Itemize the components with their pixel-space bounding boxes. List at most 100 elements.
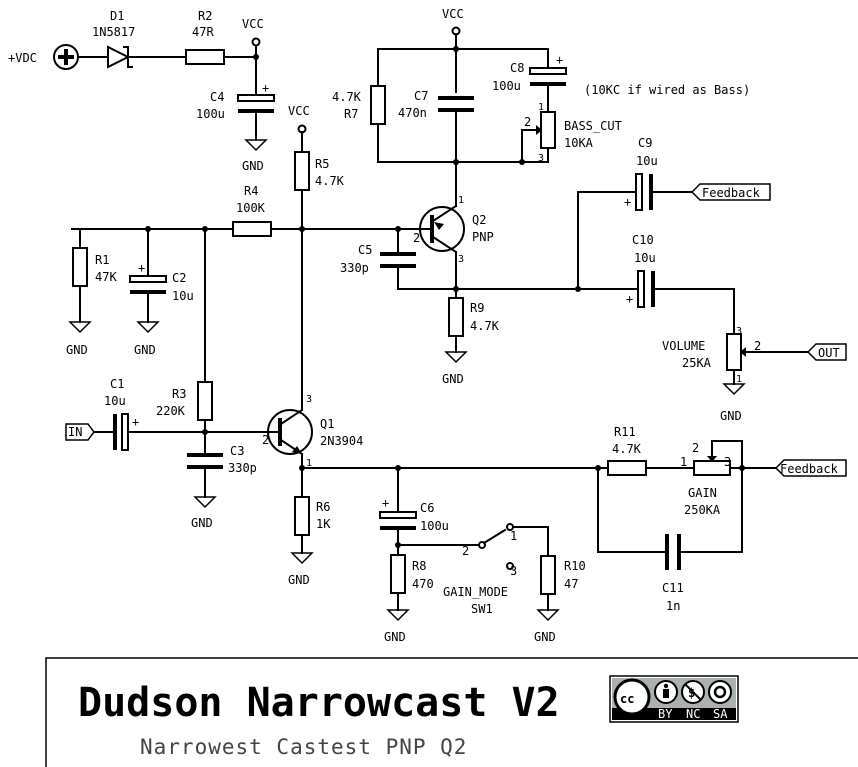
- svg-text:R10: R10: [564, 559, 586, 573]
- capacitor-c4: + C4 100u: [196, 81, 275, 121]
- resistor-r7: 4.7K R7: [332, 85, 386, 125]
- svg-text:R1: R1: [95, 253, 109, 267]
- svg-text:10u: 10u: [634, 251, 656, 265]
- svg-text:Feedback: Feedback: [780, 462, 839, 476]
- svg-text:220K: 220K: [156, 404, 186, 418]
- project-subtitle: Narrowest Castest PNP Q2: [140, 735, 467, 759]
- svg-text:10KA: 10KA: [564, 136, 594, 150]
- svg-text:4.7K: 4.7K: [470, 319, 500, 333]
- svg-text:R5: R5: [315, 157, 329, 171]
- capacitor-c11: C11 1n: [662, 534, 684, 613]
- svg-text:C6: C6: [420, 501, 434, 515]
- switch-sw1: 2 1 3 GAIN_MODE SW1: [443, 523, 517, 616]
- svg-text:2: 2: [692, 441, 699, 455]
- capacitor-c2: + C2 10u: [129, 261, 194, 303]
- svg-text:GAIN: GAIN: [688, 486, 717, 500]
- svg-text:1: 1: [680, 455, 687, 469]
- vcc-label-1: VCC: [242, 17, 264, 31]
- power-input: +VDC D1 1N5817 R2 47R VCC +: [8, 9, 275, 173]
- resistor-r4: R4 100K: [232, 184, 272, 237]
- capacitor-c7: C7 470n: [398, 89, 474, 120]
- svg-text:R11: R11: [614, 425, 636, 439]
- svg-text:R4: R4: [244, 184, 258, 198]
- potentiometer-gain: 1 2 3 GAIN 250KA: [680, 440, 743, 517]
- svg-text:1N5817: 1N5817: [92, 25, 135, 39]
- svg-text:NC: NC: [686, 707, 700, 721]
- cc-icon: [613, 678, 651, 716]
- svg-text:470n: 470n: [398, 106, 427, 120]
- svg-text:GND: GND: [134, 343, 156, 357]
- svg-text:+: +: [382, 496, 389, 510]
- svg-text:C4: C4: [210, 90, 224, 104]
- svg-text:D1: D1: [110, 9, 124, 23]
- in-port: [65, 423, 95, 441]
- svg-text:GND: GND: [191, 516, 213, 530]
- svg-text:1: 1: [538, 102, 544, 113]
- resistor-r2: R2 47R: [185, 9, 225, 65]
- svg-text:OUT: OUT: [818, 346, 840, 360]
- svg-text:GAIN_MODE: GAIN_MODE: [443, 585, 508, 599]
- capacitor-c9: + C9 10u: [624, 136, 658, 211]
- capacitor-c8: + C8 100u (10KC if wired as Bass): [492, 53, 750, 97]
- svg-text:2: 2: [462, 544, 469, 558]
- svg-text:C2: C2: [172, 271, 186, 285]
- resistor-r10: R10 47: [540, 555, 586, 595]
- svg-text:2: 2: [754, 339, 761, 353]
- svg-text:2: 2: [262, 433, 269, 447]
- capacitor-c3: C3 330p: [187, 444, 257, 475]
- svg-text:C7: C7: [414, 89, 428, 103]
- resistor-r11: R11 4.7K: [607, 425, 647, 476]
- capacitor-c1: + C1 10u: [104, 377, 139, 451]
- svg-text:47R: 47R: [192, 25, 214, 39]
- svg-text:4.7K: 4.7K: [332, 90, 362, 104]
- svg-text:3: 3: [538, 153, 544, 164]
- svg-text:3: 3: [458, 254, 464, 265]
- svg-text:100u: 100u: [196, 107, 225, 121]
- feedback-port-1: [690, 183, 771, 201]
- resistor-r6: R6 1K: [294, 496, 331, 536]
- svg-text:25KA: 25KA: [682, 356, 712, 370]
- svg-text:2: 2: [524, 115, 531, 129]
- cc-license-badge: cc $ BY NC SA: [609, 675, 739, 723]
- svg-text:SW1: SW1: [471, 602, 493, 616]
- svg-text:IN: IN: [68, 425, 82, 439]
- svg-text:Feedback: Feedback: [702, 186, 761, 200]
- svg-text:+: +: [624, 195, 631, 209]
- vdc-label: +VDC: [8, 51, 37, 65]
- svg-text:1K: 1K: [316, 517, 331, 531]
- svg-text:100u: 100u: [492, 79, 521, 93]
- svg-text:+: +: [132, 415, 139, 429]
- svg-text:GND: GND: [442, 372, 464, 386]
- svg-text:4.7K: 4.7K: [315, 174, 345, 188]
- svg-text:R9: R9: [470, 301, 484, 315]
- svg-text:cc: cc: [620, 692, 634, 706]
- svg-text:C10: C10: [632, 233, 654, 247]
- svg-text:BASS_CUT: BASS_CUT: [564, 119, 622, 133]
- svg-text:3: 3: [724, 455, 731, 469]
- svg-text:330p: 330p: [228, 461, 257, 475]
- svg-text:R6: R6: [316, 500, 330, 514]
- svg-text:2: 2: [413, 231, 420, 245]
- svg-text:10u: 10u: [172, 289, 194, 303]
- svg-text:C8: C8: [510, 61, 524, 75]
- svg-text:+: +: [556, 53, 563, 67]
- capacitor-c6: + C6 100u: [379, 496, 449, 533]
- svg-text:470: 470: [412, 577, 434, 591]
- svg-text:47K: 47K: [95, 270, 117, 284]
- svg-text:R8: R8: [412, 559, 426, 573]
- svg-text:GND: GND: [66, 343, 88, 357]
- svg-text:+: +: [626, 292, 633, 306]
- svg-text:BY: BY: [658, 707, 673, 721]
- potentiometer-volume: 3 2 1 VOLUME 25KA: [662, 326, 761, 385]
- resistor-r3: R3 220K: [156, 381, 213, 421]
- svg-text:GND: GND: [384, 630, 406, 644]
- svg-text:(10KC if wired as Bass): (10KC if wired as Bass): [584, 83, 750, 97]
- svg-text:250KA: 250KA: [684, 503, 721, 517]
- svg-text:PNP: PNP: [472, 230, 494, 244]
- svg-text:R2: R2: [198, 9, 212, 23]
- svg-text:Q2: Q2: [472, 213, 486, 227]
- potentiometer-bass-cut: 1 2 3 BASS_CUT 10KA: [521, 102, 622, 164]
- svg-text:2N3904: 2N3904: [320, 434, 363, 448]
- project-title: Dudson Narrowcast V2: [78, 680, 560, 726]
